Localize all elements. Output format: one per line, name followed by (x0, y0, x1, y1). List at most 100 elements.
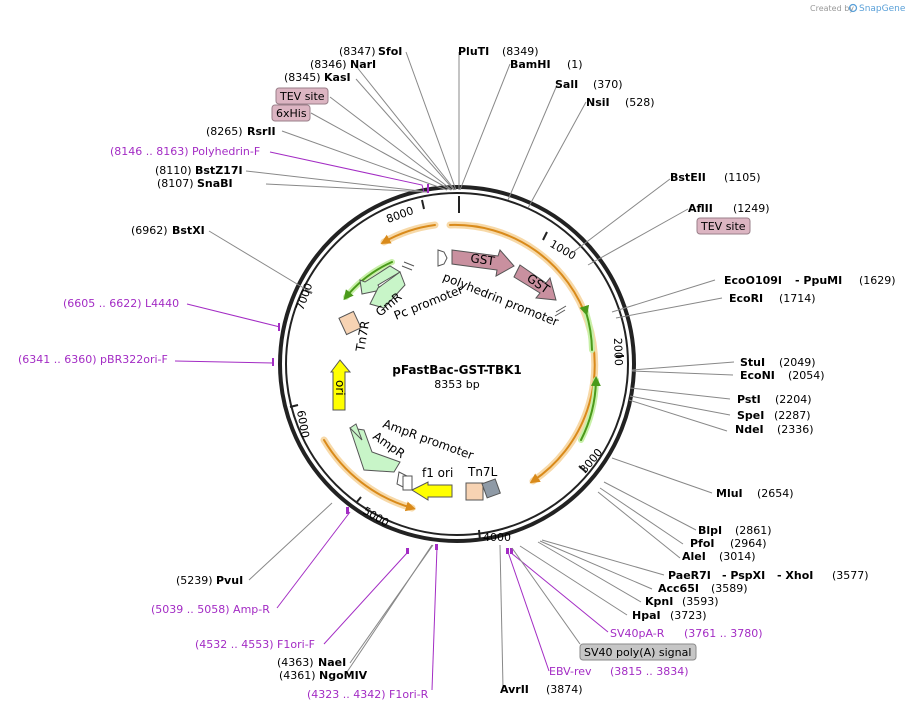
site-pos-pfoi: (2964) (730, 537, 767, 550)
primer-markers (272, 184, 513, 554)
feature-label-gst-1: GST (470, 251, 497, 268)
site-name-econi: EcoNI (740, 369, 775, 382)
site-name-sfoi: SfoI (378, 45, 402, 58)
primer-f1ori-f: (4532 .. 4553) F1ori-F (195, 638, 315, 651)
tick-label-6000: 6000 (294, 409, 312, 439)
site-pos-snabi: (8107) (157, 177, 194, 190)
tick-label-1000: 1000 (548, 237, 579, 262)
site-name-nsii: NsiI (586, 96, 610, 109)
site-pos-naei: (4363) (277, 656, 314, 669)
site-pos-spei: (2287) (774, 409, 811, 422)
primer-f1ori-r: (4323 .. 4342) F1ori-R (307, 688, 429, 701)
feature-tn7r (338, 310, 362, 336)
feature-gst-1 (451, 249, 515, 277)
site-name-kasi: KasI (324, 71, 351, 84)
site-pos-ecoo109i: (1629) (859, 274, 896, 287)
green-arcs (343, 259, 601, 443)
site-pos-kpni: (3593) (682, 595, 719, 608)
site-pos-ngomiv: (4361) (279, 669, 316, 682)
site-pos-bamhi: (1) (567, 58, 583, 71)
primer-amp-r: (5039 .. 5058) Amp-R (151, 603, 270, 616)
site-pos-bsteii: (1105) (724, 171, 761, 184)
tick-marks (289, 196, 624, 541)
feature-f1ori (410, 481, 453, 501)
feature-label-f1ori: f1 ori (422, 466, 453, 480)
site-pos-paer7i: (3577) (832, 569, 869, 582)
tick-label-5000: 5000 (361, 504, 392, 529)
site-name-ndei: NdeI (735, 423, 764, 436)
site-pos-ecori: (1714) (779, 292, 816, 305)
box-tev-site-2: TEV site (696, 217, 751, 235)
site-pos-bstxi: (6962) (131, 224, 168, 237)
site-pos-nsii: (528) (625, 96, 655, 109)
feature-label-tn7l: Tn7L (467, 465, 498, 479)
plasmid-name: pFastBac-GST-TBK1 (392, 363, 522, 377)
site-pos-hpai: (3723) (670, 609, 707, 622)
site-pos-bstz17i: (8110) (155, 164, 192, 177)
box-6xhis-text: 6xHis (276, 107, 307, 120)
site-pos-nari: (8346) (310, 58, 347, 71)
site-name-naei: NaeI (318, 656, 346, 669)
site-pos-kasi: (8345) (284, 71, 321, 84)
leader-lines (208, 51, 735, 688)
site-extra-xhoi: - XhoI (777, 569, 813, 582)
feature-gst-2 (513, 264, 557, 301)
feature-tn7l (465, 478, 501, 501)
credit-brand: SnapGene (859, 4, 906, 14)
primer-sv40pa-r: SV40pA-R (610, 627, 665, 640)
tick-label-2000: 2000 (611, 338, 625, 366)
site-pos-alei: (3014) (719, 550, 756, 563)
site-pos-econi: (2054) (788, 369, 825, 382)
site-pos-blpi: (2861) (735, 524, 772, 537)
site-pos-sfoi: (8347) (339, 45, 376, 58)
site-name-avrii: AvrII (500, 683, 529, 696)
site-pos-psti: (2204) (775, 393, 812, 406)
feature-label-pc-promoter: Pc promoter (392, 282, 465, 322)
site-name-rsrii: RsrII (247, 125, 276, 138)
site-name-bstz17i: BstZ17I (195, 164, 243, 177)
site-pos-aflii: (1249) (733, 202, 770, 215)
feature-hatch (401, 261, 567, 317)
site-name-alei: AleI (682, 550, 706, 563)
primer-polyhedrin-f: (8146 .. 8163) Polyhedrin-F (110, 145, 260, 158)
site-name-spei: SpeI (737, 409, 764, 422)
primer-l4440: (6605 .. 6622) L4440 (63, 297, 179, 310)
site-name-ecori: EcoRI (729, 292, 763, 305)
backbone-inner (285, 192, 629, 536)
site-pos-plut1: (8349) (502, 45, 539, 58)
snapgene-logo-icon (848, 3, 858, 13)
primer-pbr322ori-f: (6341 .. 6360) pBR322ori-F (18, 353, 168, 366)
site-name-stui: StuI (740, 356, 765, 369)
site-pos-pvui: (5239) (176, 574, 213, 587)
box-tev-site-2-text: TEV site (700, 220, 746, 233)
site-name-plut1: PluTI (458, 45, 489, 58)
tick-label-4000: 4000 (483, 531, 511, 544)
site-pos-avrii: (3874) (546, 683, 583, 696)
site-name-bsteii: BstEII (670, 171, 706, 184)
site-name-ngomiv: NgoMIV (319, 669, 368, 682)
site-name-hpai: HpaI (632, 609, 661, 622)
site-name-sali: SalI (555, 78, 578, 91)
feature-ampr-promoter-icon (396, 471, 413, 491)
box-sv40-polya-signal-text: SV40 poly(A) signal (584, 646, 691, 659)
site-pos-stui: (2049) (779, 356, 816, 369)
site-name-bstxi: BstXI (172, 224, 205, 237)
box-tev-site-1: TEV site (275, 87, 329, 105)
site-name-aflii: AflII (688, 202, 713, 215)
site-name-pfoi: PfoI (690, 537, 715, 550)
sv40-leader (511, 547, 581, 645)
backbone-outer (278, 185, 636, 543)
site-name-bamhi: BamHI (510, 58, 551, 71)
site-name-pvui: PvuI (216, 574, 243, 587)
site-pos-acc65i: (3589) (711, 582, 748, 595)
primer-lines (174, 151, 609, 691)
primer-ebv-rev-pos: (3815 .. 3834) (610, 665, 689, 678)
site-name-blpi: BlpI (698, 524, 722, 537)
site-name-snabi: SnaBI (197, 177, 233, 190)
box-tev-site-1-text: TEV site (279, 90, 325, 103)
feature-ori (330, 359, 352, 411)
tick-label-3000: 3000 (577, 446, 605, 476)
site-name-psti: PstI (737, 393, 761, 406)
box-6xhis: 6xHis (271, 104, 311, 122)
site-extra-ppumi: - PpuMI (795, 274, 842, 287)
